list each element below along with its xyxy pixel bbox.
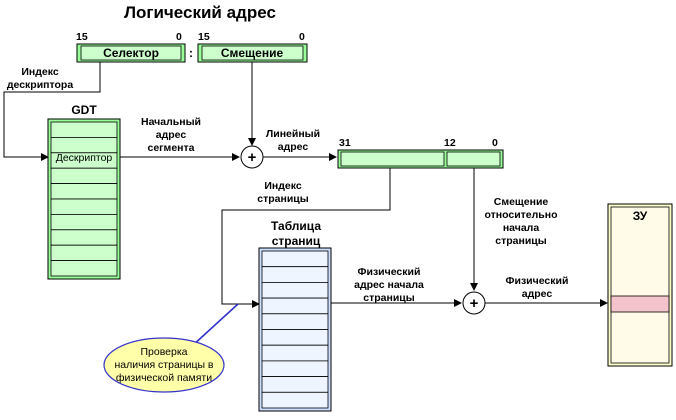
linear-page-field bbox=[340, 151, 445, 167]
page-table-row bbox=[261, 281, 329, 299]
page-offset-line3: начала bbox=[503, 222, 540, 234]
callout-pointer bbox=[191, 303, 239, 347]
gdt-title: GDT bbox=[71, 103, 97, 117]
physical-address-line1: Физический bbox=[506, 275, 569, 287]
physical-adder-symbol: + bbox=[470, 295, 479, 312]
offset-inner bbox=[201, 45, 304, 61]
page-table-row bbox=[261, 266, 329, 283]
page-table bbox=[258, 247, 332, 412]
page-table-row bbox=[261, 250, 329, 268]
descriptor-index-line2: дескриптора bbox=[7, 79, 74, 91]
linear-bit-31: 31 bbox=[339, 137, 351, 149]
page-phys-base-line1: Физический bbox=[358, 266, 421, 278]
callout-line2: наличия страницы в bbox=[114, 359, 213, 371]
linear-address-line1: Линейный bbox=[266, 128, 320, 140]
selector-to-descriptor-arrow bbox=[3, 62, 101, 161]
page-table-title-line1: Таблица bbox=[271, 219, 321, 233]
page-table-row bbox=[261, 360, 329, 377]
page-phys-base-line2: адрес начала bbox=[354, 279, 424, 291]
page-table-row bbox=[261, 329, 329, 346]
physical-address-line2: адрес bbox=[522, 288, 553, 300]
address-separator: : bbox=[189, 46, 193, 60]
gdt-row bbox=[50, 260, 118, 277]
linear-adder-symbol: + bbox=[248, 149, 257, 166]
page-index-arrow bbox=[221, 168, 391, 308]
gdt-row bbox=[50, 198, 118, 215]
page-offset-line4: страницы bbox=[495, 235, 546, 247]
linear-bit-12: 12 bbox=[444, 137, 456, 149]
gdt-row bbox=[50, 183, 118, 200]
memory-inner bbox=[610, 206, 670, 364]
gdt-descriptor-label: Дескриптор bbox=[56, 152, 113, 164]
callout-bubble bbox=[103, 337, 225, 393]
page-table-row bbox=[261, 297, 329, 315]
memory-title: ЗУ bbox=[633, 209, 648, 223]
callout-line3: физической памяти bbox=[116, 372, 212, 384]
page-offset-line1: Смещение bbox=[494, 196, 549, 208]
segment-base-line1: Начальный bbox=[141, 116, 201, 128]
gdt-row bbox=[50, 136, 118, 154]
gdt-table bbox=[47, 118, 121, 280]
gdt-row bbox=[50, 121, 118, 138]
segment-base-line2: адрес bbox=[156, 129, 187, 141]
gdt-row bbox=[50, 167, 118, 184]
page-table-row bbox=[261, 376, 329, 393]
linear-offset-field bbox=[446, 151, 501, 167]
offset-label: Смещение bbox=[221, 46, 284, 60]
gdt-row bbox=[50, 229, 118, 246]
gdt-row bbox=[50, 244, 118, 261]
page-table-row bbox=[261, 391, 329, 409]
selector-label: Селектор bbox=[103, 46, 159, 60]
page-table-row bbox=[261, 313, 329, 330]
selector-bit-hi: 15 bbox=[76, 31, 88, 43]
page-table-row bbox=[261, 344, 329, 362]
callout-line1: Проверка bbox=[140, 346, 187, 358]
linear-address-line2: адрес bbox=[278, 141, 309, 153]
page-index-line2: страницы bbox=[257, 193, 308, 205]
offset-bit-hi: 15 bbox=[198, 31, 210, 43]
segment-base-line3: сегмента bbox=[148, 142, 195, 154]
gdt-row bbox=[50, 213, 118, 231]
page-index-line1: Индекс bbox=[264, 180, 302, 192]
diagram-title: Логический адрес bbox=[124, 3, 276, 22]
memory-page-frame bbox=[610, 295, 670, 313]
page-offset-line2: относительно bbox=[484, 209, 557, 221]
page-phys-base-line3: страницы bbox=[363, 292, 414, 304]
linear-bit-0: 0 bbox=[492, 137, 498, 149]
selector-bit-lo: 0 bbox=[176, 31, 182, 43]
descriptor-index-line1: Индекс bbox=[21, 66, 59, 78]
offset-bit-lo: 0 bbox=[299, 31, 305, 43]
page-table-title-line2: страниц bbox=[272, 234, 321, 248]
selector-inner bbox=[80, 45, 182, 61]
